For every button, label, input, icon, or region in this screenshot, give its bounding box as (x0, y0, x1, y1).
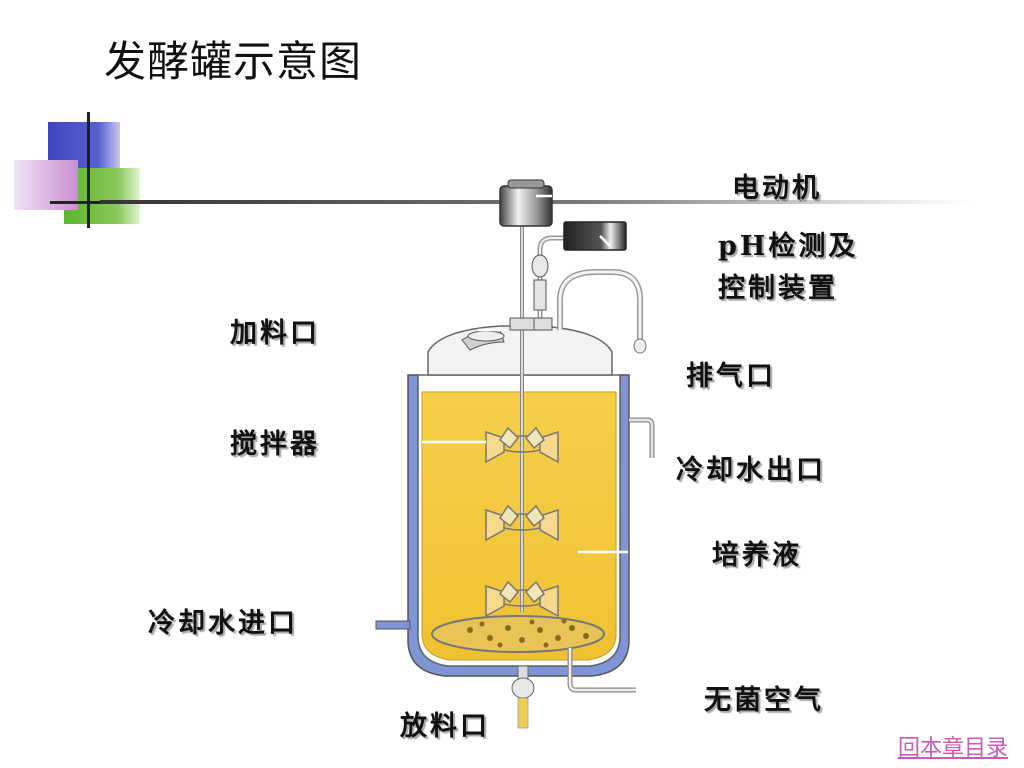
label-culture-medium: 培养液 (712, 540, 802, 571)
impellers (485, 426, 559, 618)
motor (499, 179, 553, 227)
discharge-valve (511, 665, 535, 729)
back-to-chapter-link[interactable]: 回本章目录 (897, 736, 1008, 761)
label-feed-inlet: 加料口 (230, 318, 320, 349)
deco-short-horizontal-line (50, 201, 120, 204)
label-motor: 电动机 (732, 173, 822, 204)
exhaust-pipe (557, 269, 647, 354)
feed-inlet (461, 329, 505, 351)
label-cooling-out: 冷却水出口 (676, 455, 826, 486)
label-exhaust: 排气口 (686, 361, 776, 392)
label-cooling-in: 冷却水进口 (148, 608, 298, 639)
label-discharge: 放料口 (400, 711, 490, 742)
deco-vertical-line (87, 112, 90, 228)
label-ph-line1: pH检测及 (718, 231, 859, 262)
label-sterile-air: 无菌空气 (704, 685, 824, 716)
ph-probe (509, 221, 627, 331)
page-title: 发酵罐示意图 (104, 37, 363, 86)
vessel (417, 325, 621, 667)
leader-lines (422, 194, 628, 554)
air-sparger (431, 615, 605, 653)
label-ph-line2: 控制装置 (718, 273, 838, 304)
label-agitator: 搅拌器 (230, 429, 320, 460)
